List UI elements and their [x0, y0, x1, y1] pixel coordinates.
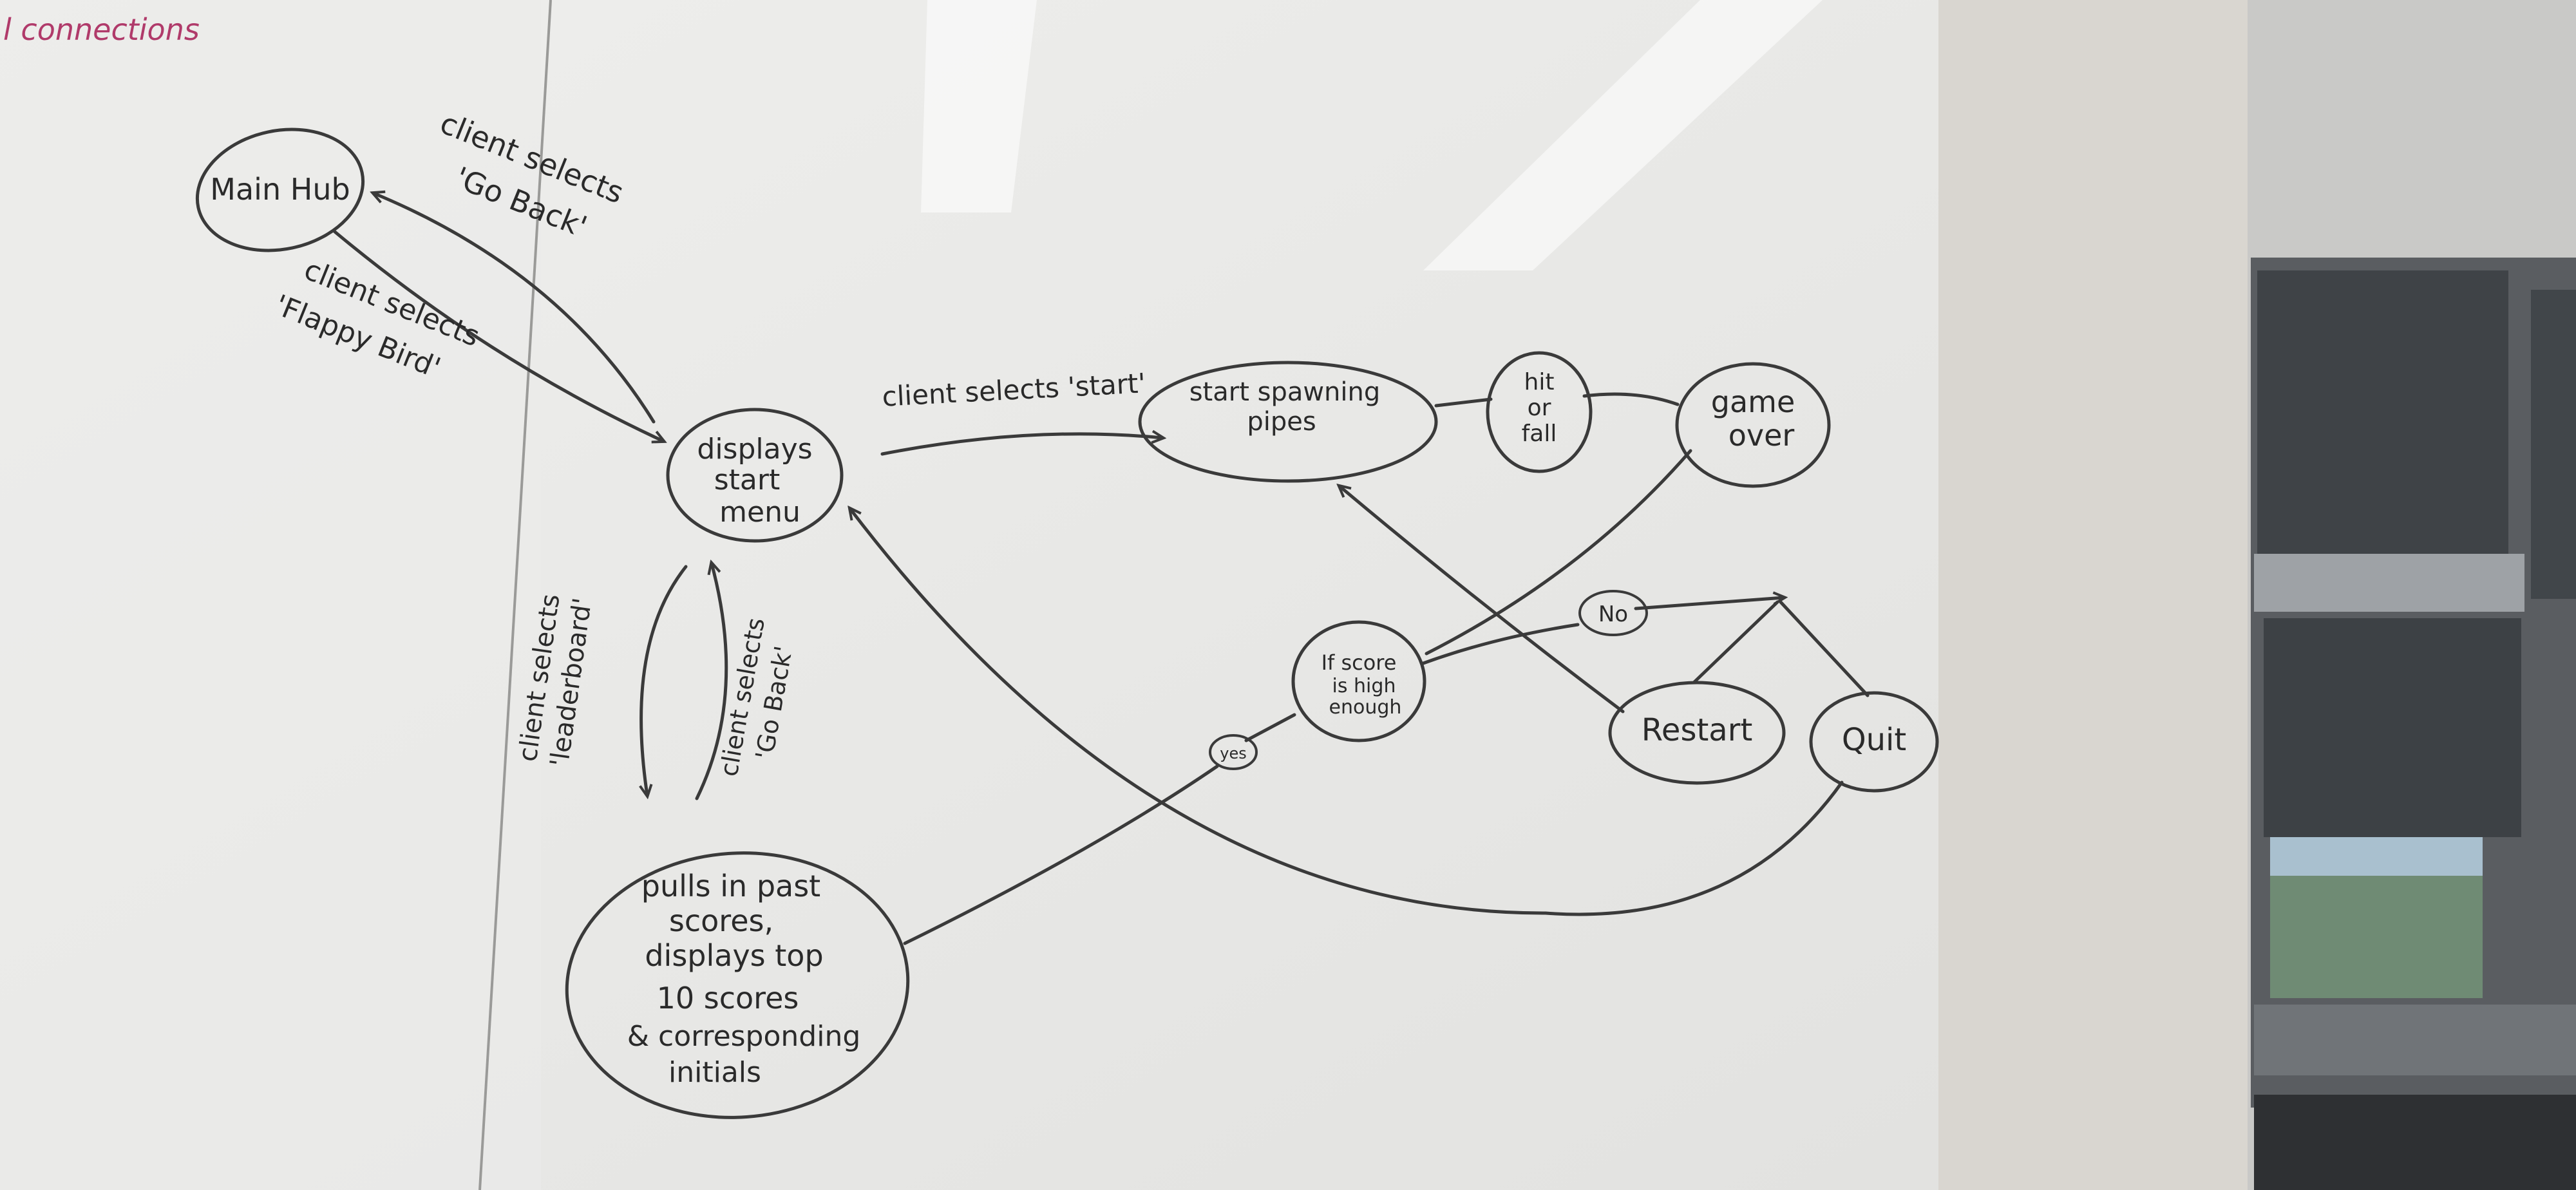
svg-text:Quit: Quit	[1842, 722, 1906, 758]
svg-text:If score: If score	[1321, 650, 1397, 675]
edge-leaderboard-to-yes	[903, 764, 1219, 945]
node-start-menu: displays start menu	[666, 408, 844, 543]
glare-reflection	[921, 0, 1037, 212]
svg-text:Restart: Restart	[1642, 712, 1753, 748]
label-no-decision: No	[1578, 590, 1648, 636]
svg-text:game: game	[1711, 384, 1795, 419]
edge-hit-to-game-over	[1582, 392, 1680, 406]
svg-text:menu: menu	[719, 496, 800, 529]
edge-go-back-to-main-hub	[374, 193, 656, 424]
svg-text:or: or	[1528, 395, 1551, 421]
edge-no-onward	[1634, 598, 1784, 610]
corner-note: l connections	[3, 12, 200, 47]
svg-text:hit: hit	[1524, 369, 1555, 395]
edge-score-check-to-no	[1421, 623, 1580, 665]
node-hit-or-fall: hit or fall	[1486, 351, 1593, 473]
svg-text:displays: displays	[697, 433, 812, 466]
label-yes-decision: yes	[1209, 734, 1258, 770]
svg-text:over: over	[1728, 418, 1795, 453]
svg-text:yes: yes	[1220, 744, 1246, 762]
node-quit: Quit	[1809, 691, 1939, 793]
svg-text:& corresponding: & corresponding	[627, 1020, 861, 1053]
edge-fork-to-restart	[1692, 600, 1779, 685]
svg-text:initials: initials	[668, 1056, 761, 1089]
edge-quit-to-start-menu	[850, 509, 1844, 916]
window-blinds-upper	[2257, 270, 2576, 599]
edge-leaderboard-arrow	[641, 565, 688, 795]
svg-text:enough: enough	[1329, 696, 1402, 719]
svg-text:No: No	[1598, 601, 1628, 627]
svg-text:10 scores: 10 scores	[657, 981, 799, 1015]
node-game-over: game over	[1675, 362, 1831, 488]
edge-fork-to-quit	[1779, 600, 1870, 697]
window-blinds-lower	[2264, 618, 2521, 837]
edge-yes-to-score-check	[1244, 713, 1296, 742]
node-leaderboard: pulls in past scores, displays top 10 sc…	[565, 851, 910, 1119]
edge-spawning-to-hit	[1434, 397, 1493, 408]
svg-text:displays top: displays top	[645, 938, 823, 973]
node-start-spawning-pipes: start spawning pipes	[1138, 361, 1438, 483]
svg-text:fall: fall	[1522, 420, 1557, 447]
node-main-hub: Main Hub	[195, 128, 365, 252]
node-restart: Restart	[1608, 681, 1786, 785]
board-seam	[478, 0, 552, 1190]
room-background	[1932, 0, 2576, 1190]
whiteboard	[0, 0, 1938, 1190]
edge-start-to-spawning	[880, 434, 1162, 456]
svg-text:Main Hub: Main Hub	[210, 172, 350, 207]
edge-flappy-bird-to-start-menu	[333, 230, 663, 441]
svg-text:start: start	[714, 464, 780, 496]
edge-restart-to-spawning	[1340, 486, 1625, 713]
edge-score-check-to-game-over	[1425, 449, 1692, 656]
node-score-check: If score is high enough	[1291, 620, 1426, 742]
svg-text:is high: is high	[1332, 675, 1396, 697]
svg-text:scores,: scores,	[669, 903, 773, 938]
edges	[333, 193, 1870, 945]
svg-text:pulls in past: pulls in past	[641, 869, 820, 903]
glare-reflection	[1423, 0, 1823, 270]
edge-go-back-to-start-menu	[695, 563, 728, 800]
svg-text:start spawning: start spawning	[1189, 377, 1381, 407]
svg-text:pipes: pipes	[1247, 407, 1316, 437]
